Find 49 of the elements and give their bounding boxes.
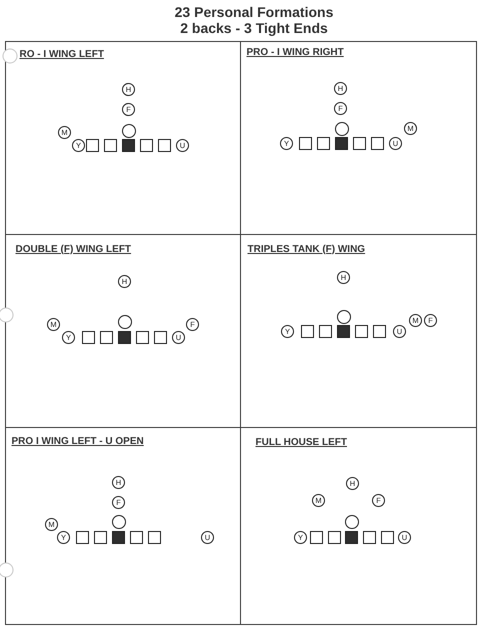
center-square: [335, 137, 348, 150]
lineman-square: [100, 331, 113, 344]
lineman-square: [301, 325, 314, 338]
lineman-square: [328, 531, 341, 544]
formation-name: DOUBLE (F) WING LEFT: [16, 244, 132, 256]
quarterback-circle: [122, 124, 136, 138]
formation-panel: [5, 427, 242, 625]
page-title: 23 Personal Formations 2 backs - 3 Tight Ends: [174, 4, 334, 36]
center-square: [118, 331, 131, 344]
lineman-square: [94, 531, 107, 544]
lineman-square: [154, 331, 167, 344]
lineman-square: [140, 139, 153, 152]
lineman-square: [355, 325, 368, 338]
center-square: [345, 531, 358, 544]
lineman-square: [130, 531, 143, 544]
formation-panel: [240, 427, 477, 625]
lineman-square: [363, 531, 376, 544]
center-square: [122, 139, 135, 152]
quarterback-circle: [112, 514, 126, 528]
lineman-square: [104, 139, 117, 152]
lineman-square: [317, 137, 330, 150]
lineman-square: [319, 325, 332, 338]
lineman-square: [86, 139, 99, 152]
lineman-square: [299, 137, 312, 150]
formation-panel: [240, 234, 477, 429]
quarterback-circle: [118, 314, 132, 328]
formation-panel: [240, 41, 477, 236]
center-square: [112, 531, 125, 544]
quarterback-circle: [336, 310, 350, 324]
lineman-square: [158, 139, 171, 152]
center-square: [337, 325, 350, 338]
lineman-square: [373, 325, 386, 338]
lineman-square: [136, 331, 149, 344]
formation-name: TRIPLES TANK (F) WING: [248, 244, 366, 256]
formation-name: PRO - I WING RIGHT: [246, 46, 344, 58]
lineman-square: [82, 331, 95, 344]
lineman-square: [310, 531, 323, 544]
lineman-square: [76, 531, 89, 544]
lineman-square: [148, 531, 161, 544]
formation-name: PRO I WING LEFT - U OPEN: [12, 436, 144, 448]
formation-panel: [5, 41, 242, 236]
lineman-square: [371, 137, 384, 150]
quarterback-circle: [344, 514, 358, 528]
lineman-square: [353, 137, 366, 150]
lineman-square: [381, 531, 394, 544]
quarterback-circle: [334, 122, 348, 136]
formation-name: FULL HOUSE LEFT: [256, 436, 347, 448]
formation-panel: [5, 234, 242, 429]
formation-name: RO - I WING LEFT: [20, 48, 104, 60]
